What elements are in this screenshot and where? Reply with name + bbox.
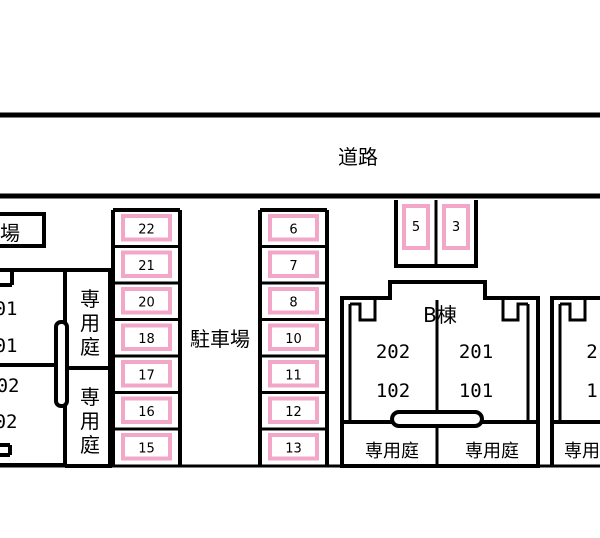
parking-slot-inner	[272, 291, 315, 311]
right-garden-label: 専用	[564, 441, 600, 462]
parking-column-right: 6 7 8 10 11 12 13	[258, 208, 329, 466]
parking-slot-number: 17	[138, 368, 155, 383]
road: 道路	[0, 112, 600, 199]
parking-slot-inner	[125, 254, 168, 274]
parking-slot-inner	[272, 400, 315, 420]
parking-slot-number: 11	[285, 368, 302, 383]
parking-slot-number: 21	[138, 259, 155, 274]
parking-slot-number: 20	[138, 295, 155, 310]
parking-column-left: 22 21 20 18 17 16 15	[111, 208, 182, 466]
parking-slot-number: 5	[412, 220, 420, 235]
parking-label: 駐車場	[190, 327, 250, 351]
left-garden-top: 専用庭	[80, 287, 100, 359]
parking-slot-inner	[125, 437, 168, 457]
parking-slot-number: 13	[285, 441, 302, 456]
parking-slot-inner	[125, 291, 168, 311]
parking-slot-number: 10	[285, 332, 302, 347]
parking-slot-number: 8	[289, 295, 297, 310]
right-building: 2 1 専用	[550, 296, 600, 466]
parking-slot-number: 6	[289, 222, 297, 237]
parking-slot-number: 7	[289, 259, 297, 274]
garden-char: 専	[80, 287, 100, 311]
unit-101: 101	[459, 380, 493, 402]
unit-201: 201	[459, 341, 493, 363]
left-building: 場 01 01 02 02 専用庭 専用庭	[0, 212, 112, 468]
left-sign-box	[0, 212, 46, 248]
left-garden-bottom: 専用庭	[80, 385, 100, 457]
parking-slot-number: 3	[452, 220, 460, 235]
parking-slot-inner	[125, 218, 168, 238]
left-unit-label: 01	[0, 298, 17, 320]
building-b-balcony-rail	[390, 410, 484, 428]
parking-slot-inner	[125, 364, 168, 384]
parking-slot-inner	[272, 327, 315, 347]
garden-char: 用	[80, 311, 100, 335]
parking-slot-inner	[272, 364, 315, 384]
parking-slot-number: 16	[138, 405, 155, 420]
left-unit-label: 01	[0, 335, 17, 357]
parking-slot-inner	[272, 218, 315, 238]
garden-char: 庭	[80, 335, 100, 359]
building-b-label: B棟	[423, 303, 457, 327]
left-balcony-rail	[54, 320, 69, 408]
parking-slot-inner	[272, 254, 315, 274]
building-b: B棟 202 201 102 101 専用庭 専用庭	[340, 280, 540, 468]
right-unit-label: 2	[586, 341, 597, 363]
left-unit-label: 02	[0, 411, 17, 433]
right-unit-label: 1	[586, 380, 597, 402]
unit-102: 102	[376, 380, 410, 402]
road-label: 道路	[338, 145, 378, 169]
parking-slot-number: 18	[138, 332, 155, 347]
parking-slot-inner	[125, 327, 168, 347]
garden-char: 専	[80, 385, 100, 409]
parking-slot-inner	[446, 208, 466, 246]
parking-slot-inner	[125, 400, 168, 420]
parking-slot-number: 22	[138, 222, 155, 237]
parking-slot-number: 12	[285, 405, 302, 420]
parking-slot-number: 15	[138, 441, 155, 456]
left-unit-label: 02	[0, 375, 19, 397]
parking-slot-inner	[272, 437, 315, 457]
garden-label: 専用庭	[365, 441, 419, 462]
parking-slot-inner	[406, 208, 426, 246]
unit-202: 202	[376, 341, 410, 363]
garden-label: 専用庭	[465, 441, 519, 462]
garden-char: 用	[80, 409, 100, 433]
garden-char: 庭	[80, 433, 100, 457]
left-sign-label: 場	[0, 221, 20, 245]
